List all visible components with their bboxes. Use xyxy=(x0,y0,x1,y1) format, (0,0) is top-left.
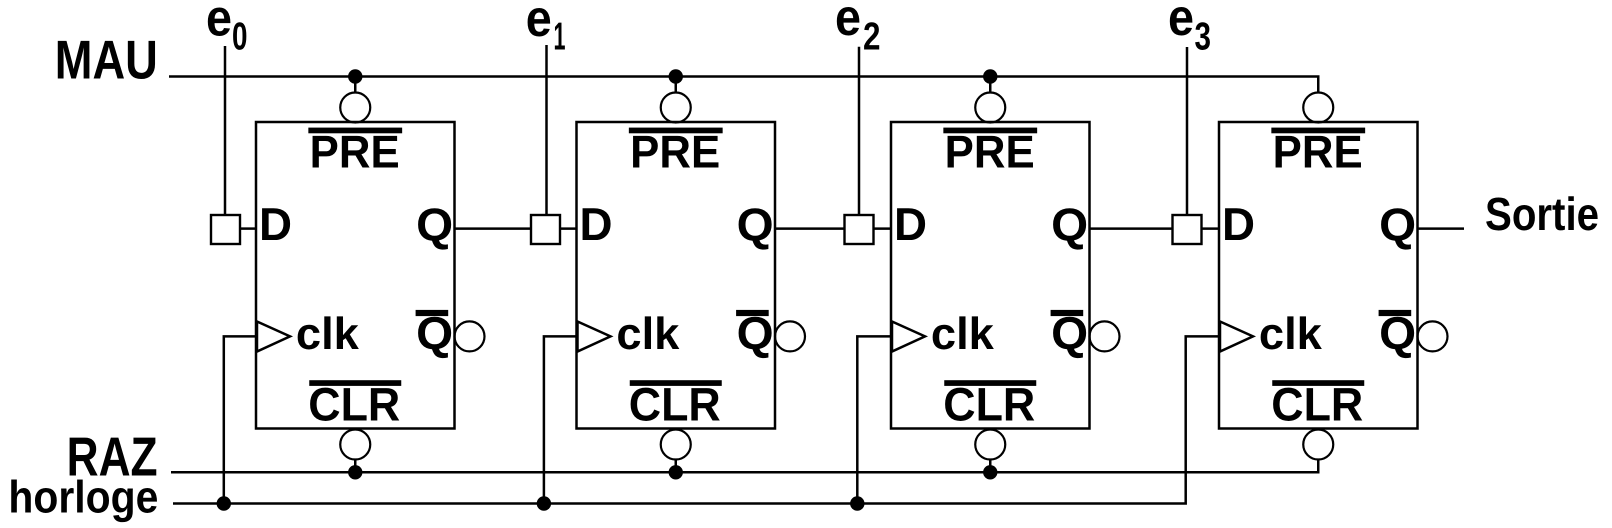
svg-text:e: e xyxy=(835,0,861,47)
svg-text:D: D xyxy=(894,198,927,250)
svg-text:clk: clk xyxy=(616,308,680,359)
svg-text:D: D xyxy=(259,198,292,250)
svg-text:3: 3 xyxy=(1195,16,1212,59)
svg-text:clk: clk xyxy=(296,308,360,359)
svg-text:PRE: PRE xyxy=(1273,126,1363,178)
svg-text:D: D xyxy=(580,198,613,250)
svg-text:MAU: MAU xyxy=(55,29,158,91)
svg-text:Q: Q xyxy=(1051,307,1088,359)
svg-text:PRE: PRE xyxy=(630,126,720,178)
svg-text:RAZ: RAZ xyxy=(67,425,158,487)
svg-text:0: 0 xyxy=(232,16,248,59)
svg-text:1: 1 xyxy=(554,16,566,59)
svg-text:e: e xyxy=(206,0,232,47)
svg-text:Q: Q xyxy=(737,198,774,250)
svg-text:Q: Q xyxy=(1051,198,1088,250)
svg-text:CLR: CLR xyxy=(308,378,400,431)
svg-text:e: e xyxy=(1168,0,1194,47)
svg-text:CLR: CLR xyxy=(629,378,721,431)
svg-text:D: D xyxy=(1222,198,1255,250)
svg-text:Sortie: Sortie xyxy=(1485,188,1599,240)
svg-text:clk: clk xyxy=(931,308,995,359)
svg-text:horloge: horloge xyxy=(8,472,158,523)
svg-text:Q: Q xyxy=(1379,307,1416,359)
svg-text:Q: Q xyxy=(737,307,774,359)
svg-text:e: e xyxy=(526,0,552,48)
svg-text:PRE: PRE xyxy=(310,126,400,178)
svg-text:Q: Q xyxy=(416,307,453,359)
svg-text:CLR: CLR xyxy=(1271,378,1363,431)
svg-text:clk: clk xyxy=(1259,308,1323,359)
svg-text:PRE: PRE xyxy=(945,126,1035,178)
svg-text:2: 2 xyxy=(863,16,881,59)
svg-text:Q: Q xyxy=(416,198,453,250)
svg-text:Q: Q xyxy=(1379,198,1416,250)
svg-text:CLR: CLR xyxy=(943,378,1035,431)
